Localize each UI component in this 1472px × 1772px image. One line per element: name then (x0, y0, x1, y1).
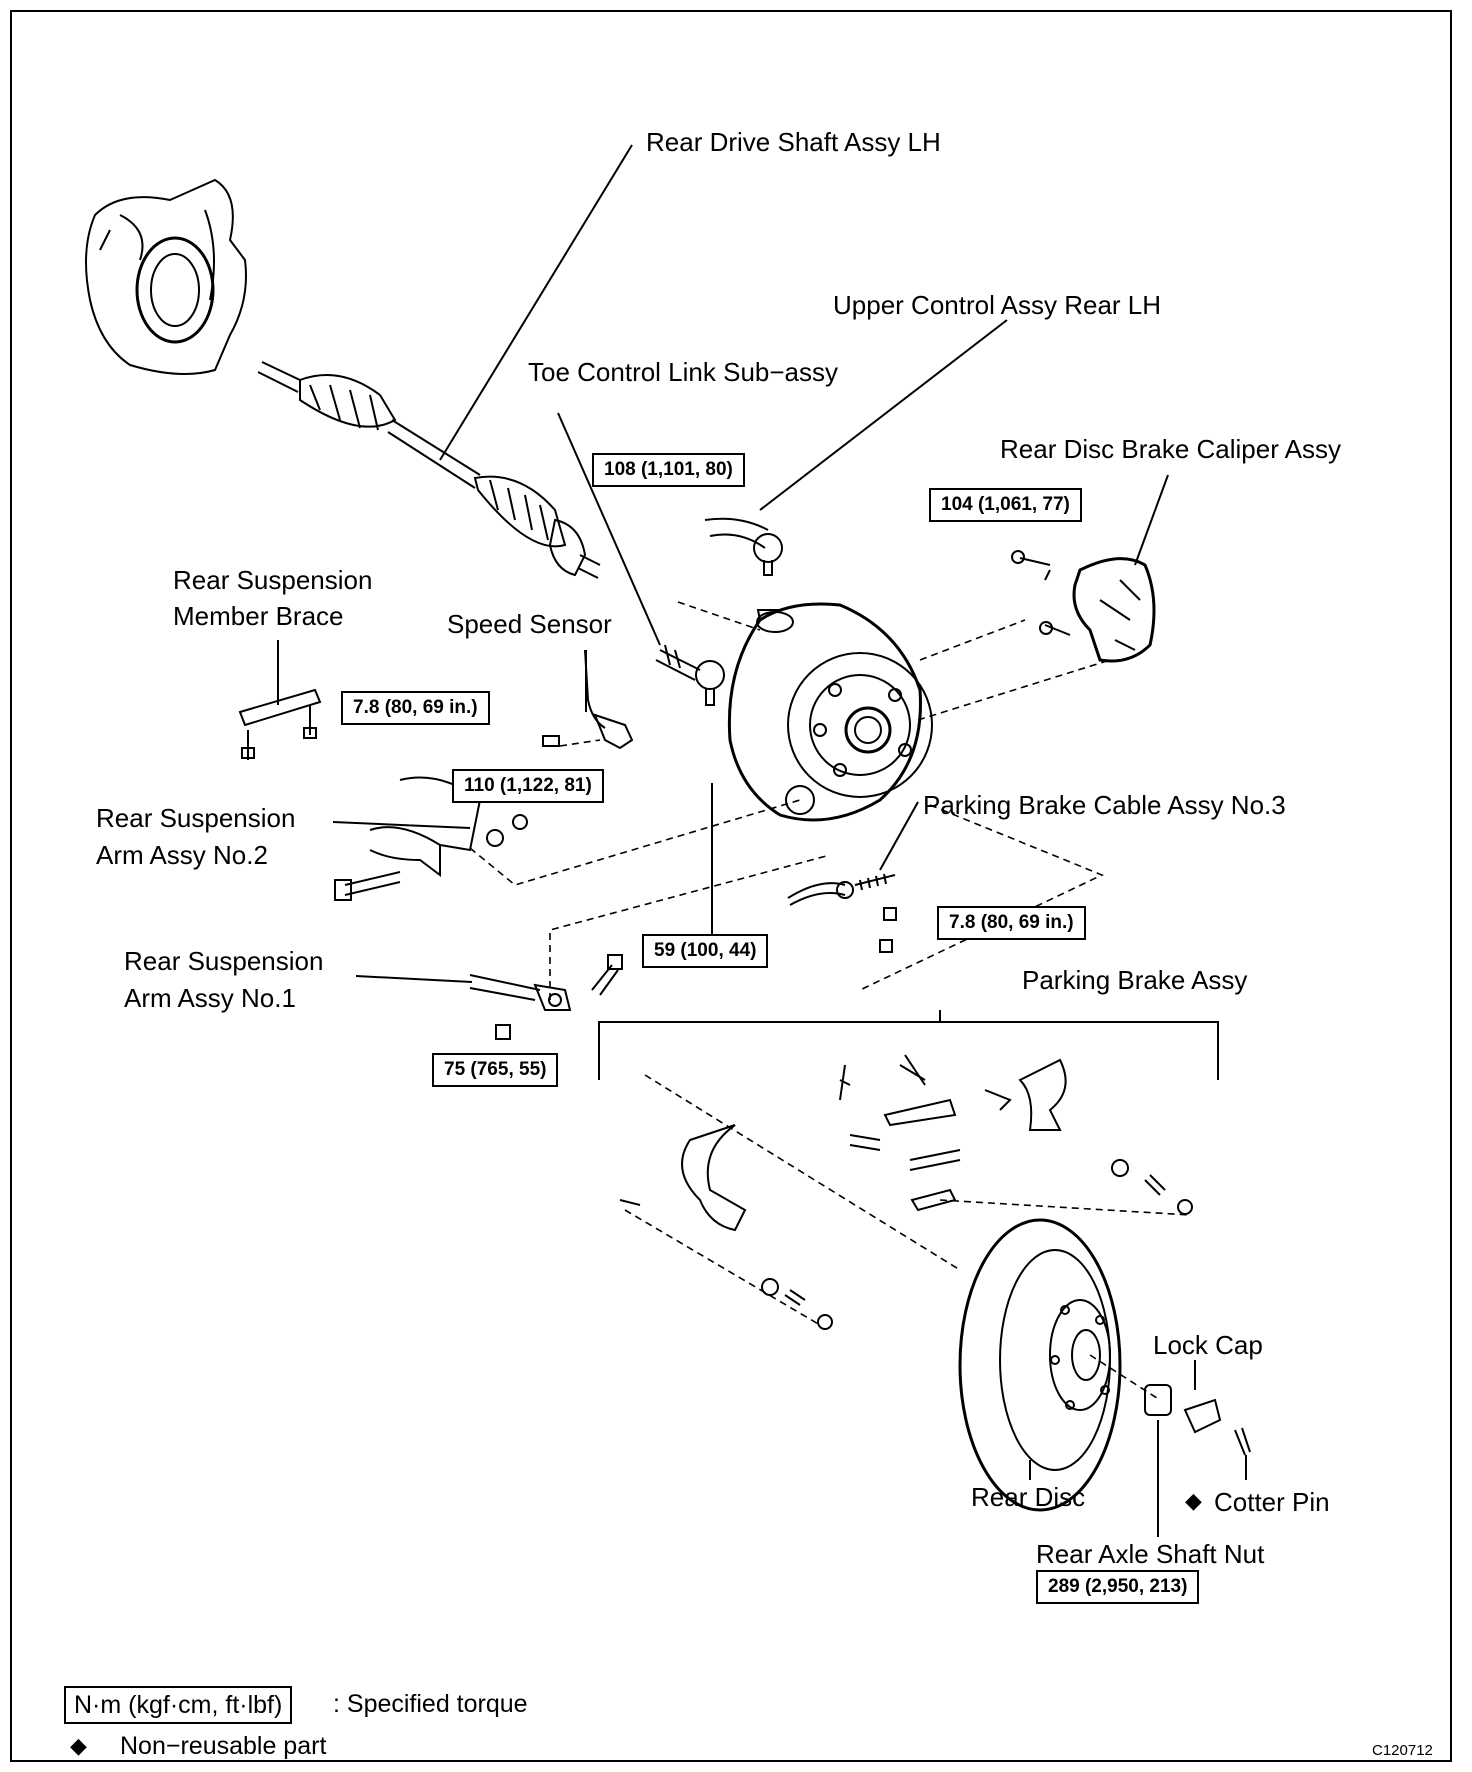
brake-caliper (1011, 550, 1156, 663)
label-toe-control: Toe Control Link Sub−assy (528, 357, 839, 387)
label-cotter-pin: Cotter Pin (1214, 1487, 1330, 1517)
figure-code: C120712 (1372, 1742, 1433, 1759)
legend-unit-box: N·m (kgf·cm, ft·lbf) (64, 1686, 293, 1724)
label-parking-brake: Parking Brake Assy (1022, 965, 1248, 995)
label-lock-cap: Lock Cap (1153, 1330, 1263, 1360)
parking-brake-cable (787, 873, 897, 953)
differential-housing (85, 178, 247, 375)
parking-brake-parts (619, 1054, 1193, 1330)
label-parking-cable: Parking Brake Cable Assy No.3 (923, 790, 1286, 820)
label-upper-control: Upper Control Assy Rear LH (833, 290, 1162, 320)
axle-hub (727, 602, 933, 822)
label-member-brace-line2: Member Brace (173, 601, 344, 631)
leader-lines (277, 144, 1247, 1537)
torque-box-108: 108 (1,101, 80) (592, 453, 745, 487)
legend-unit-text: : Specified torque (333, 1690, 528, 1718)
label-rear-disc: Rear Disc (971, 1482, 1086, 1512)
label-axle-nut: Rear Axle Shaft Nut (1036, 1539, 1265, 1569)
label-caliper: Rear Disc Brake Caliper Assy (1000, 434, 1341, 464)
label-arm-no1-line2: Arm Assy No.1 (124, 983, 296, 1013)
legend-diamond-icon: ◆ (70, 1733, 87, 1758)
torque-box-104: 104 (1,061, 77) (929, 488, 1082, 522)
torque-box-75: 75 (765, 55) (432, 1053, 559, 1087)
label-arm-no1-line1: Rear Suspension (124, 946, 324, 976)
assembly-dashes (469, 601, 1191, 1401)
upper-control-arm (704, 517, 783, 576)
label-arm-no2-line1: Rear Suspension (96, 803, 296, 833)
label-rear-drive-shaft: Rear Drive Shaft Assy LH (646, 127, 941, 157)
rear-disc (958, 1218, 1122, 1512)
label-speed-sensor: Speed Sensor (447, 609, 612, 639)
drive-shaft (257, 361, 601, 579)
torque-box-59: 59 (100, 44) (642, 934, 769, 968)
legend-nonreusable-text: Non−reusable part (120, 1732, 327, 1760)
arm-no1 (469, 954, 623, 1040)
torque-box-110: 110 (1,122, 81) (452, 769, 604, 803)
label-member-brace-line1: Rear Suspension (173, 565, 373, 595)
figure-frame (10, 10, 1452, 1762)
speed-sensor (542, 649, 634, 750)
torque-box-7-8-speed-sensor: 7.8 (80, 69 in.) (341, 691, 490, 725)
label-arm-no2-line2: Arm Assy No.2 (96, 840, 268, 870)
cotter-diamond-icon: ◆ (1185, 1488, 1202, 1513)
axle-nut-parts (1144, 1384, 1251, 1456)
toe-control-link (655, 644, 725, 706)
torque-box-7-8-cable: 7.8 (80, 69 in.) (937, 906, 1086, 940)
member-brace (238, 688, 322, 760)
torque-box-289: 289 (2,950, 213) (1036, 1570, 1200, 1604)
